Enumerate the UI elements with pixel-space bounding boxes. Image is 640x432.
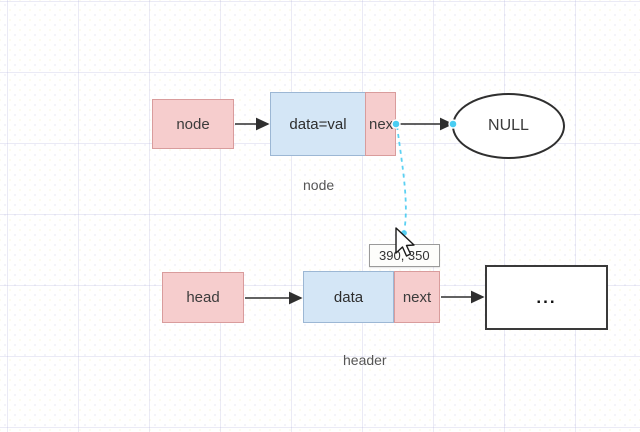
node-next-label: next xyxy=(369,115,396,133)
coordinate-tooltip-text: 390, 350 xyxy=(379,248,430,263)
node-data-label: data=val xyxy=(289,115,347,133)
header-data-label: data xyxy=(333,288,364,306)
header-caption: header xyxy=(343,352,387,368)
node-pointer-label: node xyxy=(176,115,210,133)
node-next-cell[interactable]: next xyxy=(365,92,396,156)
node-pointer-box[interactable]: node xyxy=(152,99,234,149)
head-pointer-box[interactable]: head xyxy=(162,272,244,323)
coordinate-tooltip: 390, 350 xyxy=(369,244,440,267)
header-next-cell[interactable]: next xyxy=(394,271,440,323)
node-data-cell[interactable]: data=val xyxy=(270,92,366,156)
edge-drag-preview xyxy=(396,125,407,233)
ellipsis-box[interactable]: ... xyxy=(485,265,608,330)
null-terminator-ellipse[interactable]: NULL xyxy=(452,93,565,159)
ellipsis-label: ... xyxy=(536,287,557,307)
header-next-label: next xyxy=(402,288,432,306)
head-pointer-label: head xyxy=(186,289,220,306)
node-caption: node xyxy=(303,177,335,193)
edge-handle-drag-end[interactable] xyxy=(399,228,409,238)
null-label: NULL xyxy=(488,117,529,134)
header-data-cell[interactable]: data xyxy=(303,271,394,323)
